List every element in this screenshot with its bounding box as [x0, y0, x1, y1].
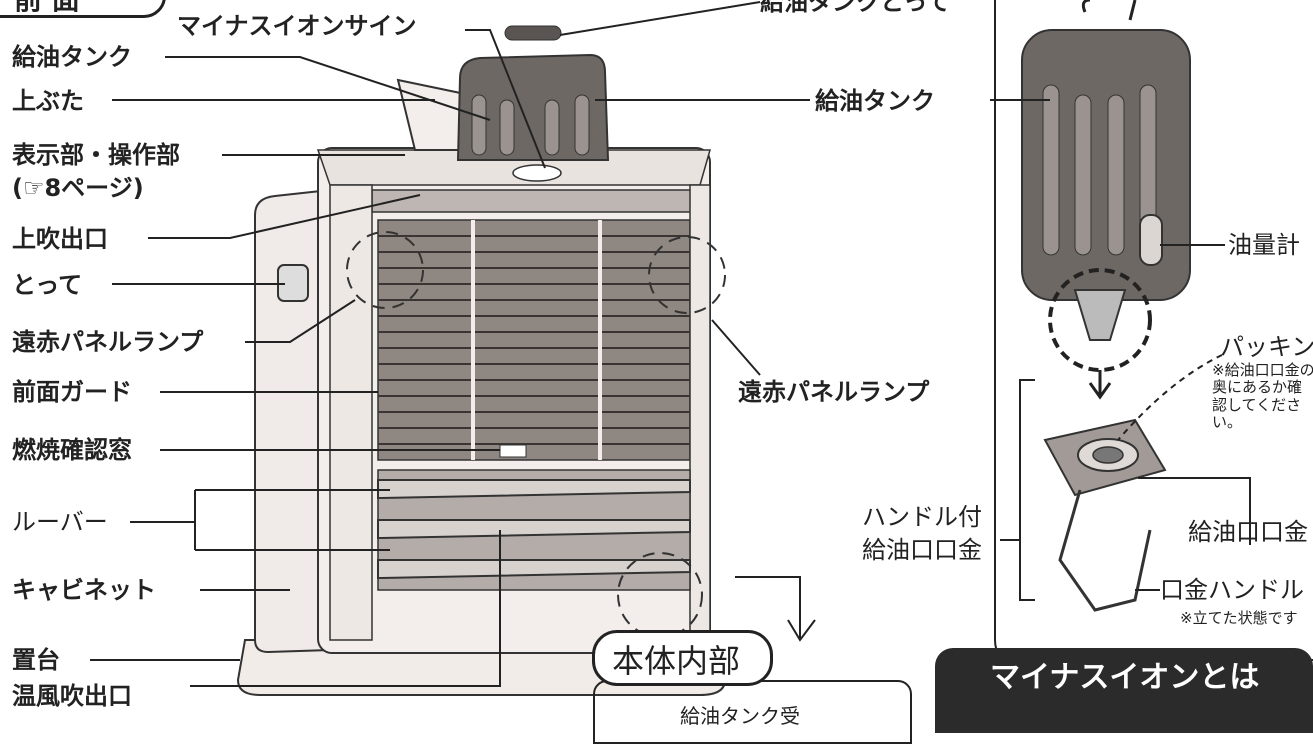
label-packing-note: ※給油口口金の 奥にあるか確 認してくださ い。 — [1212, 361, 1313, 431]
label-fuel-tank: 給油タンク — [12, 43, 132, 71]
label-packing: パッキン(黒 — [1220, 333, 1313, 361]
fuel-tank-shape — [456, 53, 610, 161]
label-handle-cap-1: ハンドル付 — [862, 503, 982, 531]
label-upper-outlet: 上吹出口 — [12, 225, 108, 253]
label-oil-gauge: 油量計 — [1228, 231, 1300, 259]
front-guard-shape — [377, 219, 691, 461]
label-handle-cap-2: 給油口口金 — [862, 536, 982, 564]
label-louver: ルーバー — [12, 508, 108, 536]
guard-slats — [378, 235, 690, 445]
label-top-lid: 上ぶた — [12, 87, 84, 115]
label-handle: とって — [12, 271, 83, 299]
label-front-guard: 前面ガード — [12, 378, 132, 406]
inner-section-tag — [592, 630, 773, 686]
label-fuel-cap: 給油口口金 — [1188, 518, 1308, 546]
inner-section-title: 本体内部 — [612, 642, 741, 680]
label-cap-handle: 口金ハンドル — [1160, 576, 1304, 604]
inner-section-subtitle: 給油タンク受 — [680, 704, 800, 728]
label-minus-ion-sign: マイナスイオンサイン — [177, 12, 417, 40]
minus-ion-header: マイナスイオンとは — [990, 660, 1260, 695]
label-fuel-tank-handle: 給油タンクとって — [760, 0, 951, 16]
label-far-ir-lamp-left: 遠赤パネルランプ — [12, 328, 204, 356]
label-display-panel: 表示部・操作部 — [12, 141, 180, 169]
label-combustion-window: 燃焼確認窓 — [12, 436, 132, 464]
label-far-ir-lamp-right: 遠赤パネルランプ — [738, 378, 930, 406]
label-cap-handle-note: ※立てた状態です — [1180, 609, 1298, 627]
label-cabinet: キャビネット — [12, 576, 156, 604]
minus-ion-header-box — [935, 648, 1313, 733]
label-fuel-tank-right: 給油タンク — [815, 87, 935, 115]
label-stand: 置台 — [12, 646, 60, 674]
section-title: 前 面 — [14, 0, 80, 18]
label-display-panel-ref: (☞8ページ) — [12, 174, 144, 202]
label-warm-air-outlet: 温風吹出口 — [12, 682, 132, 710]
